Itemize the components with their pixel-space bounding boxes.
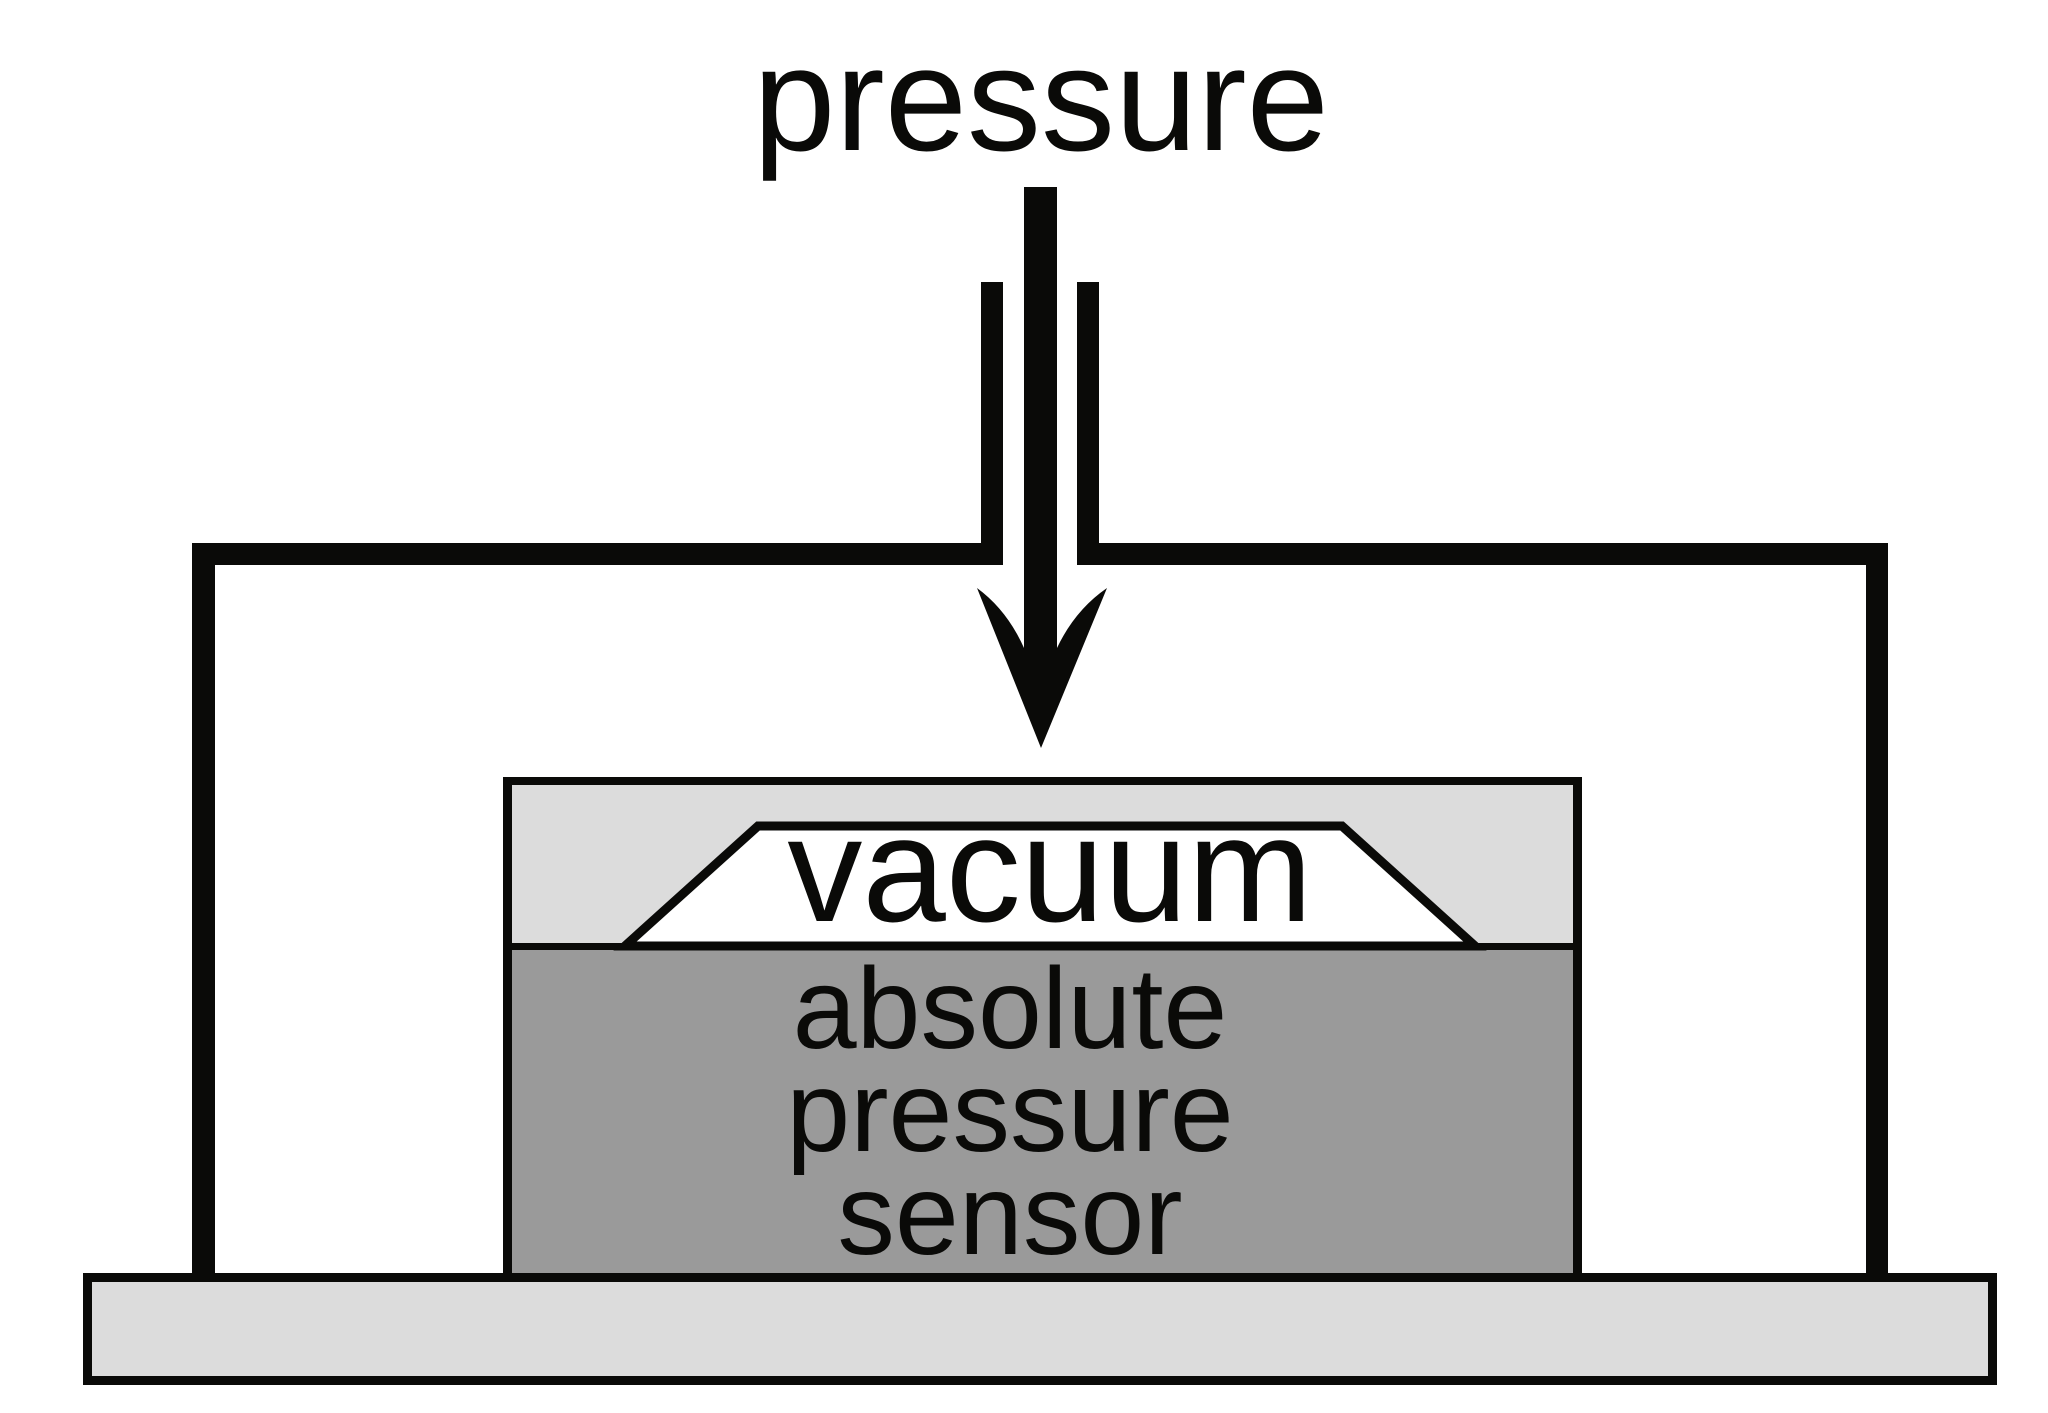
sensor-label-line-3: sensor [837,1151,1182,1279]
base-plate [92,1282,1988,1376]
enclosure-top-wall-left [192,543,1003,565]
enclosure-top-wall-right [1077,543,1866,565]
inlet-port-left-wall [981,282,1003,565]
sensor-label-line-1: absolute [793,945,1228,1073]
pressure-label: pressure [753,17,1329,182]
sensor-label-line-2: pressure [786,1048,1233,1176]
vacuum-label: vacuum [787,785,1312,953]
sensor-die-body [512,950,1573,1273]
vacuum-cavity [613,821,1487,951]
inlet-port-right-wall [1077,282,1099,565]
pressure-arrow-down-icon [977,187,1107,748]
enclosure-right-wall [1866,543,1888,1273]
enclosure-left-wall [192,543,215,1273]
